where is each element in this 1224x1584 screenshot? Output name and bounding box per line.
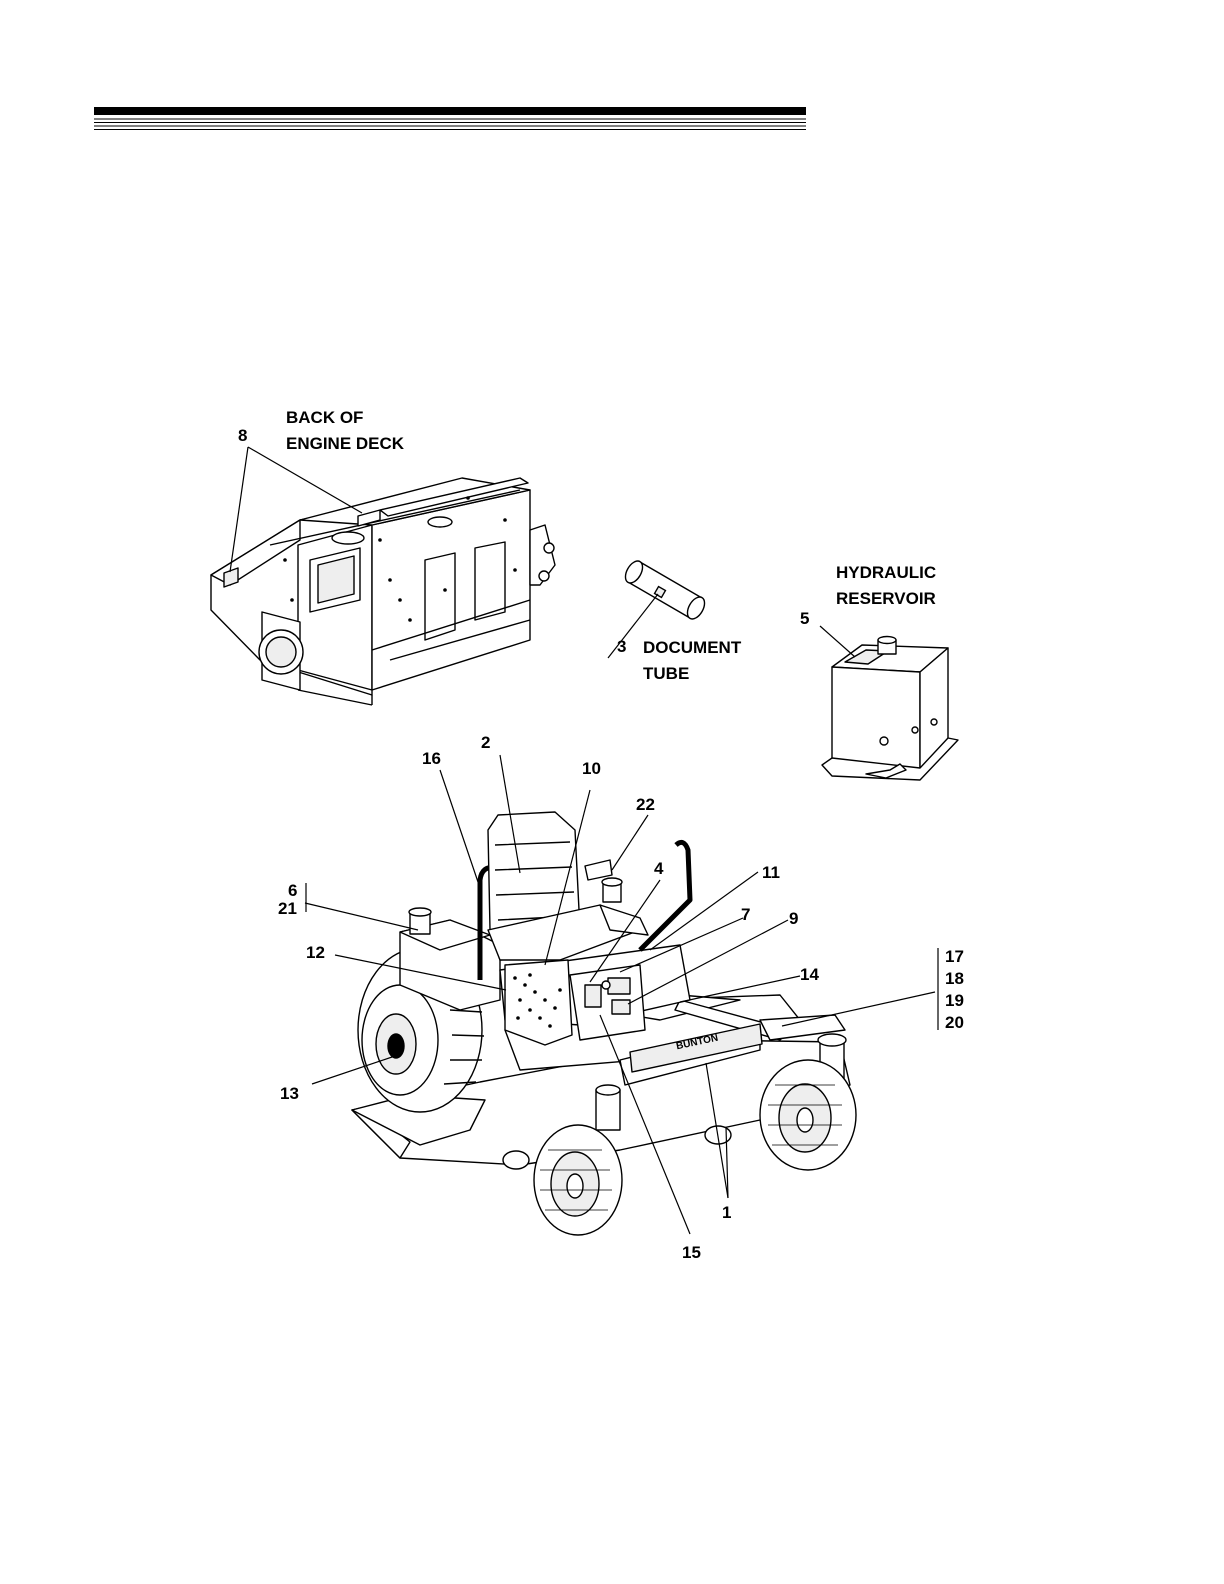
callout-6: 6: [288, 882, 297, 899]
callout-18: 18: [945, 970, 964, 987]
callout-12: 12: [306, 944, 325, 961]
document-tube-caption-line1: DOCUMENT: [643, 635, 741, 661]
callout-2: 2: [481, 734, 490, 751]
document-tube-caption: DOCUMENT TUBE: [643, 635, 741, 687]
hydraulic-reservoir-caption: HYDRAULIC RESERVOIR: [836, 560, 936, 612]
callout-1: 1: [722, 1204, 731, 1221]
engine-deck-caption: BACK OF ENGINE DECK: [286, 405, 404, 457]
callout-9: 9: [789, 910, 798, 927]
callout-4: 4: [654, 860, 663, 877]
document-tube-caption-line2: TUBE: [643, 661, 741, 687]
callout-21: 21: [278, 900, 297, 917]
header-rule: [94, 107, 806, 130]
callout-14: 14: [800, 966, 819, 983]
callout-11: 11: [762, 864, 780, 881]
callout-13: 13: [280, 1085, 299, 1102]
engine-deck-drawing: [211, 478, 555, 705]
callout-17: 17: [945, 948, 964, 965]
hydraulic-reservoir-drawing: [822, 637, 958, 781]
engine-deck-caption-line2: ENGINE DECK: [286, 431, 404, 457]
callout-20: 20: [945, 1014, 964, 1031]
callout-7: 7: [741, 906, 750, 923]
callout-8: 8: [238, 427, 247, 444]
document-tube-drawing: [622, 558, 708, 622]
callout-22: 22: [636, 796, 655, 813]
callout-5: 5: [800, 610, 809, 627]
callout-16: 16: [422, 750, 441, 767]
engine-deck-caption-line1: BACK OF: [286, 405, 404, 431]
hydraulic-reservoir-caption-line2: RESERVOIR: [836, 586, 936, 612]
hydraulic-reservoir-caption-line1: HYDRAULIC: [836, 560, 936, 586]
callout-19: 19: [945, 992, 964, 1009]
callout-3: 3: [617, 638, 626, 655]
callout-10: 10: [582, 760, 601, 777]
callout-15: 15: [682, 1244, 701, 1261]
